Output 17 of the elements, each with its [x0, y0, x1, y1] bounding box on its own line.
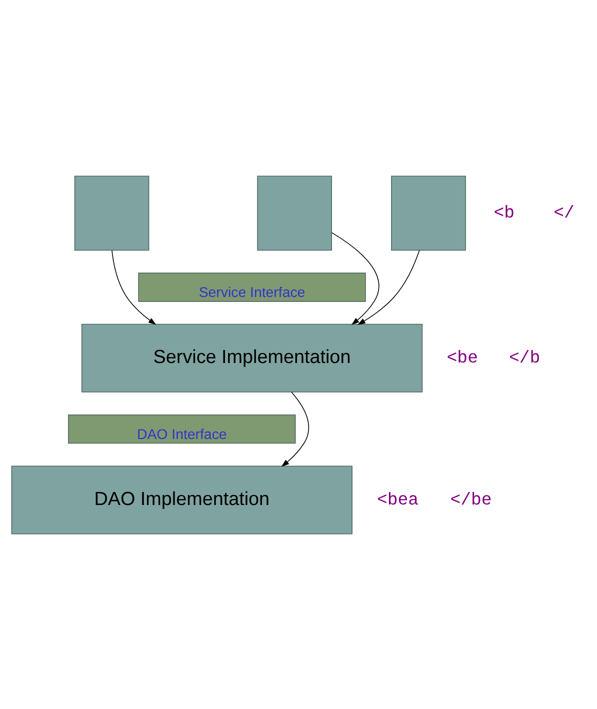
node-box [257, 175, 332, 250]
label: <b [494, 204, 515, 224]
node-box: DAO Implementation [11, 465, 352, 534]
node-box [74, 175, 150, 250]
node-box [391, 175, 466, 250]
arrow [357, 249, 420, 324]
label: </ [554, 204, 574, 224]
arrow [112, 249, 156, 324]
label: <bea [376, 490, 419, 510]
arrow [281, 391, 309, 466]
node-box: DAO Interface [68, 414, 296, 444]
node-box: Service Implementation [81, 323, 423, 392]
label: </be [450, 490, 492, 510]
node-box: Service Interface [138, 272, 366, 302]
arrow [331, 232, 380, 324]
label: </b [509, 349, 540, 368]
label: <be [446, 349, 478, 368]
